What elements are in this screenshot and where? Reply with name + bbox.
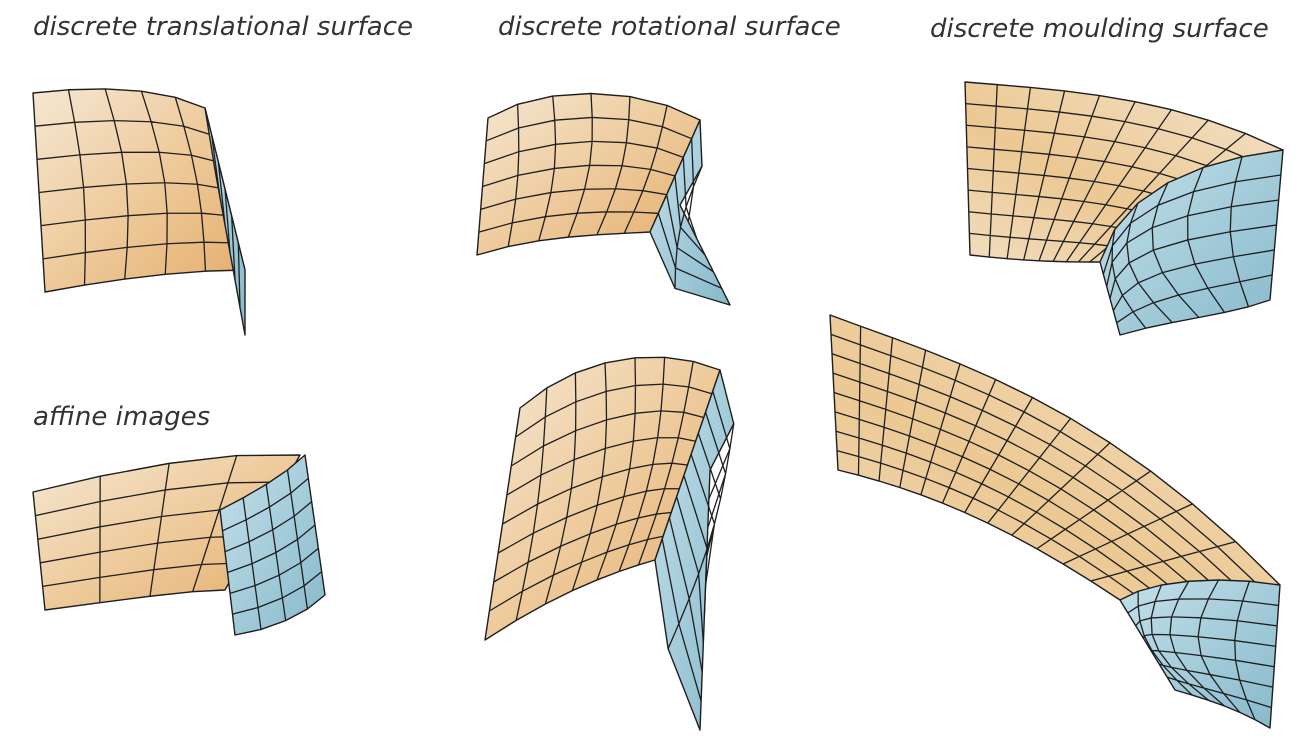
affine-trans-warm-grid (35, 455, 286, 603)
affine-mould-warm-grid (830, 326, 1261, 599)
affine-rot-blue-grid (661, 390, 735, 702)
affine-trans-blue-grid (222, 469, 323, 630)
moulding-blue-face (1099, 149, 1284, 336)
moulding-surface-mesh (964, 81, 1284, 336)
caption-moulding-surface: discrete moulding surface (930, 14, 1269, 44)
moulding-warm-grid (965, 84, 1261, 263)
translational-surface-mesh (32, 88, 246, 336)
caption-rotational-surface: discrete rotational surface (498, 12, 841, 42)
affine-trans-blue-face (219, 454, 326, 636)
moulding-blue-grid (1102, 156, 1281, 329)
affine-rotational-mesh (484, 356, 735, 731)
caption-affine-images: affine images (33, 402, 211, 432)
translational-blue-grid (211, 134, 241, 308)
affine-moulding-mesh (829, 314, 1281, 729)
affine-translational-mesh (32, 454, 326, 636)
rotational-warm-grid (478, 93, 692, 247)
rotational-blue-face (649, 119, 731, 306)
rotational-blue-grid (657, 138, 722, 289)
affine-mould-blue-grid (1127, 579, 1279, 720)
caption-translational-surface: discrete translational surface (33, 12, 414, 42)
affine-rot-warm-grid (489, 357, 713, 621)
affine-rot-blue-face (654, 369, 735, 731)
rotational-surface-mesh (476, 92, 731, 306)
translational-warm-face (32, 88, 246, 293)
translational-warm-grid (34, 88, 239, 286)
